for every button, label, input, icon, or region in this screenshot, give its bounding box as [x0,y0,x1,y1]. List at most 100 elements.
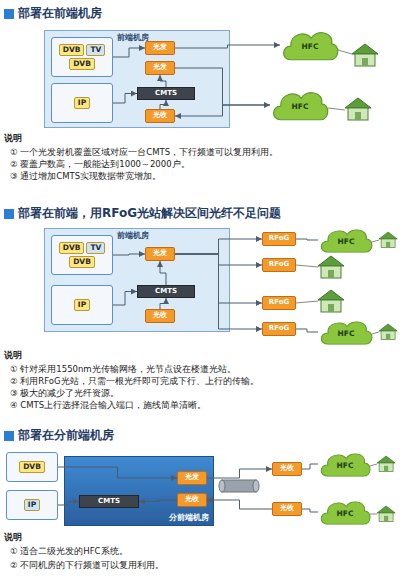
device-label: 光收 [280,465,294,473]
source-box: DVBTVDVB [51,235,113,275]
device-label: 光发 [185,474,199,482]
signal-connector [113,94,137,104]
source-tag: TV [86,242,105,254]
hfc-cloud: HFC [318,226,374,254]
signal-connector [160,261,166,285]
source-box: DVBTVDVB [51,37,113,77]
optical-device: 光收 [145,109,175,123]
room-title: 前端机房 [117,232,149,241]
source-tag: DVB [59,242,85,254]
section-heading: 部署在分前端机房 [18,428,114,442]
signal-connector [175,254,262,265]
device-label: HFC [292,103,309,111]
signal-connector [160,75,166,87]
source-box: IP [51,83,113,123]
source-box: DVB [6,452,58,482]
rfog-node: RFoG [262,296,296,310]
note-item: ① 适合二级光发的HFC系统。 [10,546,128,556]
signal-connector [113,254,145,255]
signal-connector [302,464,318,469]
signal-connector [175,105,270,116]
fiber-cylinder [219,480,259,492]
optical-device: 光收 [177,493,207,507]
machine-room-panel: 前端机房DVBTVDVBIP光发CMTS光收 [44,228,230,332]
hfc-cloud: HFC [280,28,340,62]
device-label: 光发 [153,64,167,72]
signal-connector [207,500,272,509]
source-tag: IP [74,299,90,311]
device-label: 光收 [185,496,199,504]
source-tag: TV [86,44,105,56]
signal-connector [175,254,262,329]
signal-connector [175,254,262,303]
device-label: RFoG [269,299,289,307]
cmts-device: CMTS [79,495,139,508]
source-tag: DVB [69,256,95,268]
device-label: CMTS [155,90,177,98]
note-item: ③ 极大的减少了光纤资源。 [10,388,119,398]
signal-connector [139,500,177,502]
device-label: 光发 [153,250,167,258]
house-icon [318,290,344,312]
house-icon [318,256,344,278]
device-label: HFC [337,462,354,470]
source-tag: DVB [19,461,45,473]
cloud-outline [284,33,338,60]
signal-connector [175,68,270,105]
device-label: CMTS [155,288,177,296]
optical-device: 光收 [145,309,175,323]
device-label: 光发 [153,44,167,52]
device-label: HFC [338,330,355,338]
device-label: 光收 [153,112,167,120]
device-label: HFC [338,238,355,246]
note-heading: 说明 [4,133,22,144]
device-label: RFoG [269,325,289,333]
signal-connector [113,292,137,306]
hfc-cloud: HFC [270,88,330,122]
machine-room-panel: 前端机房DVBTVDVBIP光发光发CMTS光收 [44,30,230,128]
cloud-outline [274,93,328,120]
signal-connector [207,469,272,478]
optical-device: 光发 [145,247,175,261]
cloud-outline [321,502,370,524]
source-box: IP [6,490,58,520]
optical-device: 光发 [145,61,175,75]
house-icon [345,98,371,120]
signal-connector [175,45,280,48]
hfc-cloud: HFC [318,450,372,478]
note-item: ② 不同机房的下行频道可以复用利用。 [10,560,164,570]
optical-device: 光收 [272,462,302,476]
cmts-device: CMTS [137,285,195,298]
device-label: 光收 [280,505,294,513]
cmts-device: CMTS [137,87,195,100]
device-label: RFoG [269,261,289,269]
device-label: 光收 [153,312,167,320]
note-item: ④ CMTS上行选择混合输入端口，施线简单清晰。 [10,400,206,410]
house-icon [377,456,395,471]
house-icon [352,44,378,66]
signal-connector [58,467,177,478]
section-heading: 部署在前端机房 [18,6,102,20]
signal-connector [160,298,166,309]
house-icon [379,232,397,247]
source-tag: IP [24,499,40,511]
bullet-square [4,209,14,219]
rfog-node: RFoG [262,258,296,272]
signal-connector [296,329,318,332]
cloud-outline [321,322,372,344]
note-item: ② 利用RFoG光站，只需一根光纤即可完成下行、上行的传输。 [10,376,259,386]
bullet-square [4,431,14,441]
signal-connector [160,100,166,109]
source-tag: IP [74,97,90,109]
device-label: RFoG [269,235,289,243]
sub-headend-band: 分前端机房 光发光收 CMTS [64,456,214,526]
room-title: 分前端机房 [169,514,209,523]
optical-device: 光收 [272,502,302,516]
device-label: HFC [302,43,319,51]
note-item: ① 针对采用1550nm光传输网络，光节点设在楼道光站。 [10,364,236,374]
source-box: IP [51,285,113,325]
hfc-cloud: HFC [318,318,374,346]
cloud-outline [321,454,370,476]
signal-connector [58,502,79,506]
